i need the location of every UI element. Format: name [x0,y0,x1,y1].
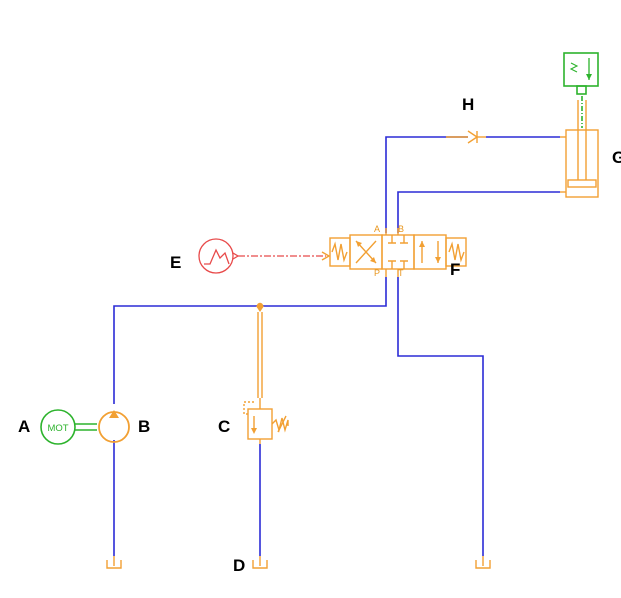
electric-motor: MOT [40,409,97,445]
port-label-p: P [374,268,380,278]
hydraulic-cylinder [560,52,599,198]
check-valve-seat-icon [467,130,479,144]
blocked-port-icon [388,235,396,244]
valve-actuator-right [445,237,467,267]
hydraulic-lines [113,136,560,556]
label-directional-valve: F [450,260,460,279]
label-relief-valve: C [218,417,230,436]
sensor-mount [576,85,587,95]
right-spring-icon [448,241,465,263]
port-label-t: T [398,268,404,278]
relief-valve-body [247,408,273,440]
component-labels: A B C D E F G H [18,95,621,575]
cylinder-piston [567,179,597,188]
waveform-icon [204,248,230,265]
port-label-a: A [374,224,380,234]
line-port-b-to-cylinder [397,191,560,233]
valve-cell-right [413,234,447,270]
return-line-port-t [397,277,484,556]
pressure-relief-valve [243,302,289,444]
tank-under-pump [106,560,122,569]
line-port-a-to-check-valve [385,136,468,233]
cylinder-barrel [565,129,599,198]
tank-under-relief [252,560,268,569]
motor-text: MOT [47,423,68,434]
hydraulic-pump [98,410,130,443]
signal-source [198,238,331,274]
position-sensor-box [563,52,599,87]
label-check-valve: H [462,95,474,114]
signal-arrow-icon [321,251,331,261]
label-motor: A [18,417,30,436]
label-signal-source: E [170,253,181,272]
label-tank: D [233,556,245,575]
check-valve [446,130,486,144]
directional-control-valve: A B P T [329,224,467,278]
label-cylinder: G [612,148,621,167]
relief-spring-icon [271,417,289,433]
tank-symbols [106,556,491,569]
valve-cell-center [381,234,415,270]
port-label-b: B [398,224,404,234]
signal-source-circle [198,238,234,274]
tank-under-return [475,560,491,569]
left-spring-icon [331,241,348,263]
label-pump: B [138,417,150,436]
pressure-line [113,277,387,404]
relief-pilot-dash [243,401,254,415]
motor-circle [40,409,76,445]
pump-arrow-icon [109,410,119,418]
